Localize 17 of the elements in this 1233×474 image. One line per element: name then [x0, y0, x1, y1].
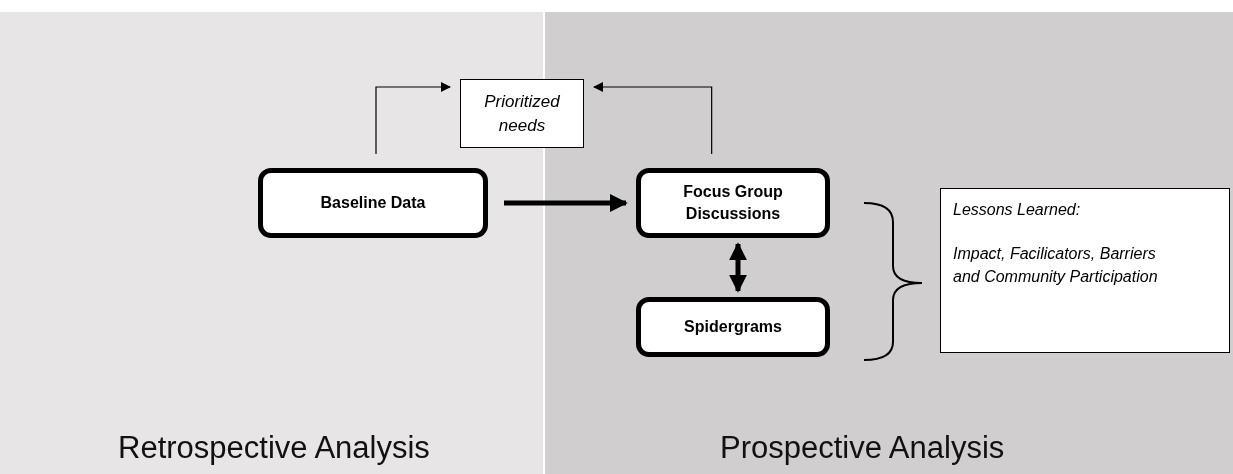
- box-heading: Lessons Learned:: [953, 200, 1082, 220]
- box-label: Baseline Data: [319, 193, 427, 214]
- lessons-box: [940, 188, 1230, 353]
- process-box: [258, 168, 488, 238]
- process-box: [636, 297, 830, 357]
- arrow: [593, 82, 713, 155]
- arrow: [504, 194, 628, 212]
- box-label: Focus Group Discussions: [682, 182, 784, 224]
- panel-heading: Prospective Analysis: [720, 430, 1005, 466]
- arrow: [375, 82, 451, 155]
- box-label: Prioritized needs: [483, 90, 561, 137]
- process-box: [636, 168, 830, 238]
- box-label: Spidergrams: [683, 317, 783, 338]
- outcome-box: [460, 79, 584, 148]
- panel-heading: Retrospective Analysis: [118, 430, 430, 466]
- arrow: [729, 242, 747, 293]
- box-text: Impact, Facilicators, Barriers and Community Participation: [953, 244, 1159, 287]
